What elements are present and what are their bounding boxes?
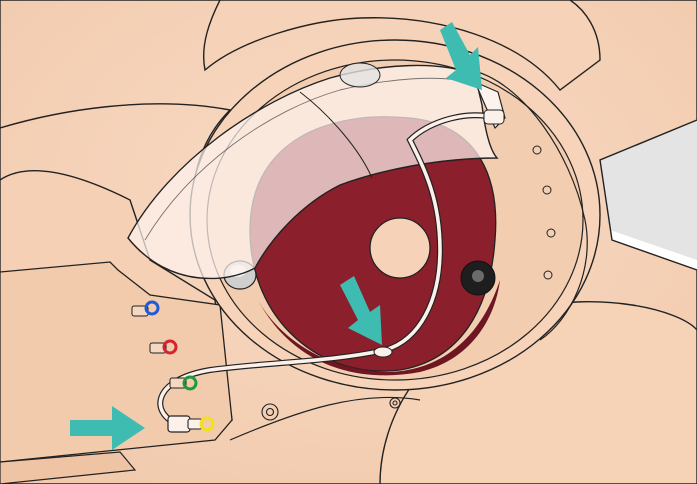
gray-bolt-top bbox=[340, 63, 380, 87]
tube-clip-top bbox=[484, 110, 504, 124]
cavity-disc bbox=[370, 218, 430, 278]
tube-clip-center bbox=[374, 347, 392, 357]
black-knob-center bbox=[472, 270, 484, 282]
